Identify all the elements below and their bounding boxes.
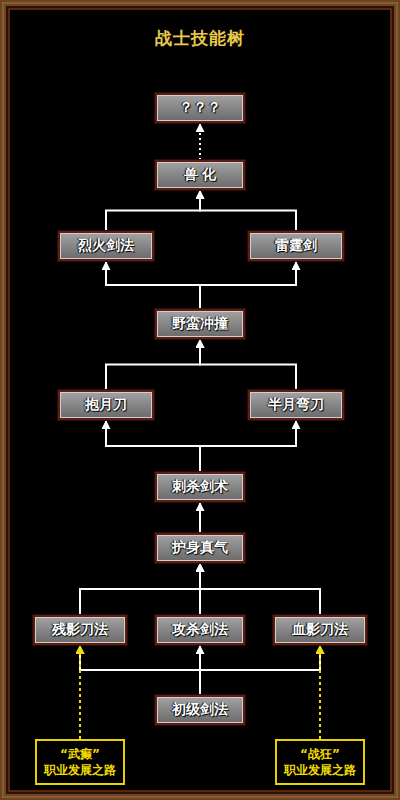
connector (200, 563, 320, 615)
node-label: 血影刀法 (292, 621, 348, 639)
skill-box: ？？？ (155, 93, 245, 123)
skill-box: 攻杀剑法 (155, 615, 245, 645)
node-label: 残影刀法 (52, 621, 108, 639)
node-label: 刺杀剑术 (172, 478, 228, 496)
node-label: 半月弯刀 (268, 396, 324, 414)
node-label: 野蛮冲撞 (172, 315, 228, 333)
skill-box: 血影刀法 (273, 615, 367, 645)
connector (106, 190, 200, 231)
skill-box: 兽 化 (155, 160, 245, 190)
connector (106, 420, 200, 472)
node-label: 护身真气 (172, 539, 228, 557)
node-label: “战狂” 职业发展之路 (283, 746, 357, 778)
node-label: ？？？ (179, 99, 221, 117)
connector (106, 261, 200, 309)
node-label: 兽 化 (184, 166, 217, 184)
connector (200, 339, 296, 390)
connector (319, 645, 321, 739)
connector (200, 261, 296, 309)
skill-box: 护身真气 (155, 533, 245, 563)
black-ground (9, 9, 391, 791)
connector (79, 645, 81, 739)
node-label: 烈火剑法 (78, 237, 134, 255)
node-label: “武癫” 职业发展之路 (43, 746, 117, 778)
connector (106, 339, 200, 390)
connector (199, 502, 201, 533)
skill-box: 刺杀剑术 (155, 472, 245, 502)
skill-box: 半月弯刀 (248, 390, 344, 420)
connector (200, 420, 296, 472)
skill-box: 烈火剑法 (58, 231, 154, 261)
inner-border (6, 6, 394, 794)
path-box: “武癫” 职业发展之路 (35, 739, 125, 785)
skill-box: 抱月刀 (58, 390, 154, 420)
skill-box: 野蛮冲撞 (155, 309, 245, 339)
path-box: “战狂” 职业发展之路 (275, 739, 365, 785)
skill-box: 雷霆剑 (248, 231, 344, 261)
node-label: 攻杀剑法 (172, 621, 228, 639)
connector (200, 645, 320, 695)
wood-grain (3, 3, 397, 797)
skill-box: 初级剑法 (155, 695, 245, 725)
node-label: 初级剑法 (172, 701, 228, 719)
node-label: 雷霆剑 (275, 237, 317, 255)
connector (80, 563, 200, 615)
node-label: 抱月刀 (85, 396, 127, 414)
connector (200, 190, 296, 231)
connector (80, 645, 200, 695)
connector (199, 123, 201, 160)
diagram-title: 战士技能树 (0, 27, 400, 50)
skill-box: 残影刀法 (33, 615, 127, 645)
